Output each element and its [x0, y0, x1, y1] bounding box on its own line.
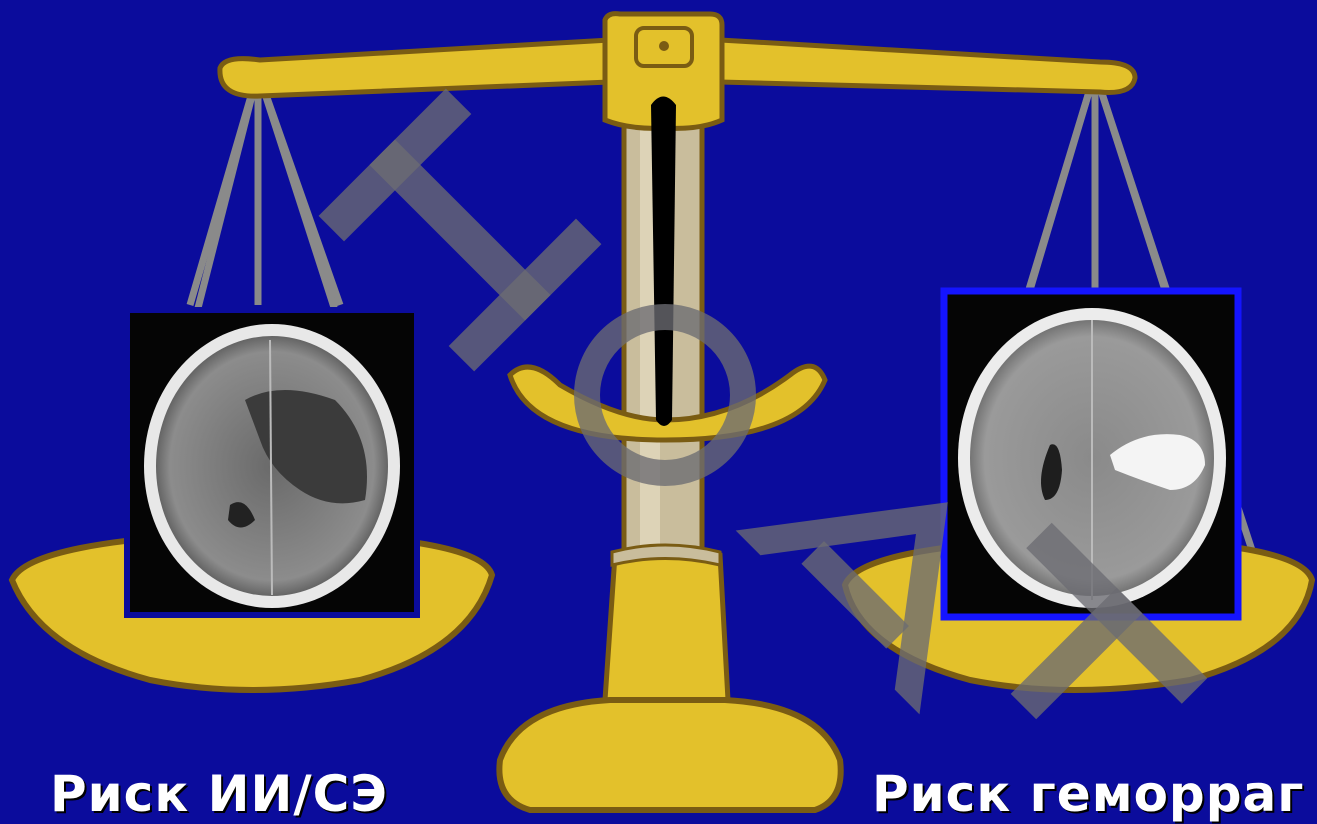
- caption-left: Риск ИИ/СЭ: [50, 765, 388, 823]
- caption-right: Риск геморраг: [872, 765, 1304, 823]
- ct-scan-left-image: [127, 310, 417, 615]
- scale-base-column: [605, 550, 728, 706]
- scale-base-foot: [499, 700, 840, 810]
